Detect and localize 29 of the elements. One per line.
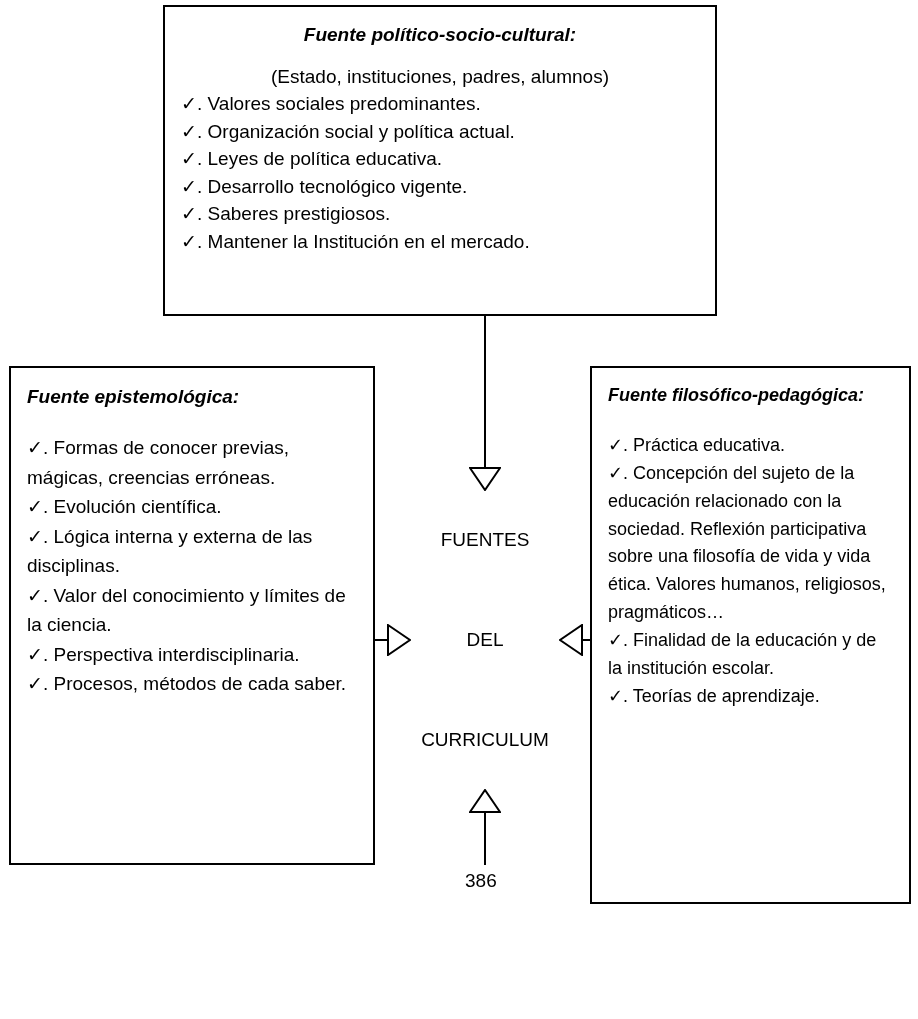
list-item: (Estado, instituciones, padres, alumnos) xyxy=(270,64,610,89)
arrow xyxy=(559,624,591,656)
arrow xyxy=(374,624,411,656)
list-item: ✓. Concepción del sujeto de la educación relacionado con la sociedad. Reflexión participativa sobre una filosofía de vida y vida ética. Valores humanos, religiosos, pragmáticos… xyxy=(608,461,887,625)
source-box xyxy=(9,366,375,865)
list-item: ✓. Mantener la Institución en el mercado. xyxy=(181,229,531,254)
list-item: ✓. Valor del conocimiento y límites de la ciencia. xyxy=(27,583,347,638)
box-heading: Fuente político-socio-cultural: xyxy=(302,23,578,47)
list-item: ✓. Evolución científica. xyxy=(27,495,223,520)
arrow xyxy=(469,315,501,491)
list-item: ✓. Teorías de aprendizaje. xyxy=(608,684,821,708)
list-item: ✓. Saberes prestigiosos. xyxy=(181,202,392,227)
arrow xyxy=(469,789,501,866)
list-item: ✓. Perspectiva interdisciplinaria. xyxy=(27,642,301,667)
list-item: ✓. Formas de conocer previas, mágicas, creencias erróneas. xyxy=(27,436,291,490)
box-heading: Fuente epistemológica: xyxy=(27,385,241,409)
source-box xyxy=(163,5,717,316)
list-item: ✓. Desarrollo tecnológico vigente. xyxy=(181,174,469,199)
list-item: ✓. Lógica interna y externa de las disciplinas. xyxy=(27,524,314,579)
list-item: ✓. Práctica educativa. xyxy=(608,433,787,457)
list-item: ✓. Procesos, métodos de cada saber. xyxy=(27,671,348,696)
box-heading: Fuente filosófico-pedagógica: xyxy=(608,384,865,407)
list-item: ✓. Leyes de política educativa. xyxy=(181,147,444,172)
title-text: FUENTES DEL CURRICULUM xyxy=(420,528,550,752)
source-box xyxy=(590,366,911,904)
list-item: ✓. Finalidad de la educación y de la institución escolar. xyxy=(608,629,878,680)
page-number: 386 xyxy=(465,870,497,892)
list-item: ✓. Valores sociales predominantes. xyxy=(181,92,482,117)
list-item: ✓. Organización social y política actual. xyxy=(181,119,516,144)
